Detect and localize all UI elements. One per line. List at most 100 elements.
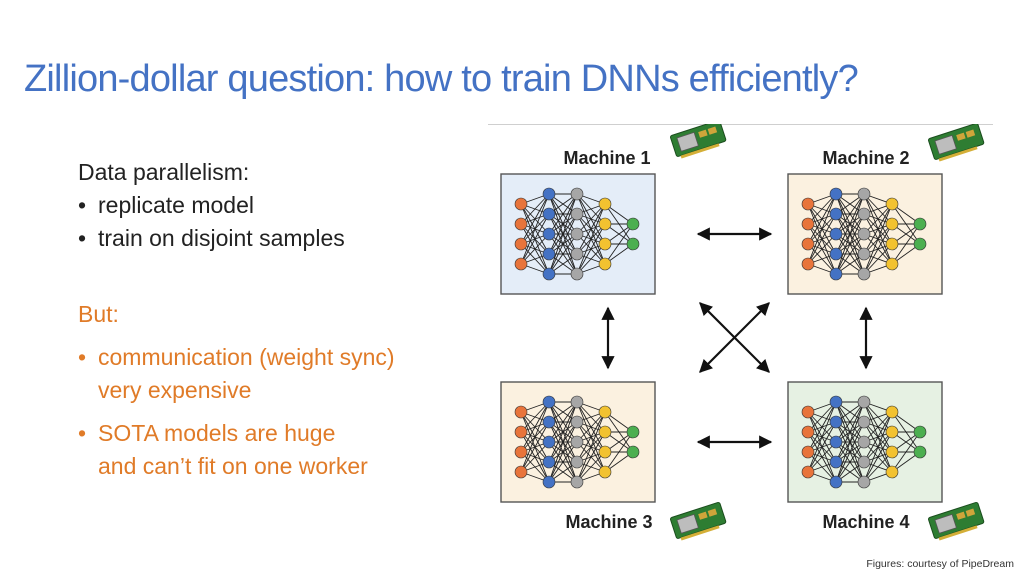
neuron <box>801 197 815 211</box>
neuron <box>857 207 871 221</box>
neuron <box>829 475 843 489</box>
bullet-item: •SOTA models are huge <box>78 417 478 450</box>
neuron <box>829 395 843 409</box>
heading-but: But: <box>78 301 119 327</box>
neuron <box>598 257 612 271</box>
heading-data-parallelism: Data parallelism: <box>78 159 250 185</box>
neuron <box>570 227 584 241</box>
neuron <box>913 237 927 251</box>
bullet-item: • replicate model <box>78 189 478 222</box>
neuron <box>885 445 899 459</box>
neuron <box>801 445 815 459</box>
neuron <box>514 197 528 211</box>
neuron <box>829 435 843 449</box>
neuron <box>542 227 556 241</box>
neuron <box>598 217 612 231</box>
bullet-continuation: and can’t fit on one worker <box>98 453 368 479</box>
neuron <box>542 187 556 201</box>
neuron <box>598 197 612 211</box>
gpu-card-icon <box>670 501 727 541</box>
neuron <box>829 187 843 201</box>
neuron <box>514 217 528 231</box>
neuron <box>514 257 528 271</box>
neuron <box>514 405 528 419</box>
neuron <box>857 395 871 409</box>
bullet-text: SOTA models are huge <box>98 420 336 446</box>
neuron <box>570 247 584 261</box>
neuron <box>829 207 843 221</box>
neuron <box>598 405 612 419</box>
neuron <box>570 267 584 281</box>
neuron <box>598 425 612 439</box>
neuron <box>829 415 843 429</box>
neuron <box>570 415 584 429</box>
neuron <box>542 415 556 429</box>
gpu-card-icon <box>670 119 727 159</box>
neural-network <box>514 395 640 489</box>
neuron <box>885 197 899 211</box>
neural-network <box>801 395 927 489</box>
neuron <box>542 395 556 409</box>
gpu-card-icon <box>928 122 985 162</box>
neuron <box>570 187 584 201</box>
neuron <box>857 415 871 429</box>
neuron <box>514 465 528 479</box>
neuron <box>801 257 815 271</box>
neuron <box>885 425 899 439</box>
neuron <box>514 445 528 459</box>
text-column: Data parallelism: • replicate model • trai… <box>78 156 478 483</box>
bullet-text: communication (weight sync) <box>98 344 395 370</box>
neuron <box>542 475 556 489</box>
neuron <box>570 475 584 489</box>
neuron <box>801 465 815 479</box>
neuron <box>801 237 815 251</box>
neuron <box>801 405 815 419</box>
neuron <box>598 465 612 479</box>
neuron <box>829 267 843 281</box>
neuron <box>885 405 899 419</box>
neuron <box>857 455 871 469</box>
neuron <box>885 257 899 271</box>
neuron <box>913 445 927 459</box>
neuron <box>857 227 871 241</box>
neural-network <box>514 187 640 281</box>
neural-network <box>801 187 927 281</box>
neuron <box>514 425 528 439</box>
neuron <box>626 425 640 439</box>
bullet-item: • communication (weight sync) <box>78 341 478 374</box>
neuron <box>829 227 843 241</box>
neuron <box>801 425 815 439</box>
neuron <box>542 435 556 449</box>
neuron <box>913 425 927 439</box>
machine-label: Machine 4 <box>822 512 909 532</box>
neuron <box>885 237 899 251</box>
slide-title: Zillion-dollar question: how to train DN… <box>24 58 859 100</box>
bullet-icon: • <box>78 192 87 218</box>
neuron <box>514 237 528 251</box>
neuron <box>885 217 899 231</box>
neuron <box>857 475 871 489</box>
neuron <box>913 217 927 231</box>
machine-label: Machine 2 <box>822 148 909 168</box>
neuron <box>598 237 612 251</box>
neuron <box>570 435 584 449</box>
neuron <box>598 445 612 459</box>
bullet-text: replicate model <box>98 192 254 218</box>
neuron <box>626 217 640 231</box>
bullet-icon: • <box>78 225 87 251</box>
sync-arrow <box>699 302 770 373</box>
figure-credit: Figures: courtesy of PipeDream <box>866 558 1014 570</box>
neuron <box>857 267 871 281</box>
neuron <box>829 455 843 469</box>
neuron <box>829 247 843 261</box>
neuron <box>570 207 584 221</box>
bullet-text: train on disjoint samples <box>98 225 345 251</box>
neuron <box>626 445 640 459</box>
machine-label: Machine 1 <box>563 148 650 168</box>
neuron <box>570 395 584 409</box>
neuron <box>542 267 556 281</box>
bullet-item: • train on disjoint samples <box>78 222 478 255</box>
bullet-icon: • <box>78 344 87 370</box>
